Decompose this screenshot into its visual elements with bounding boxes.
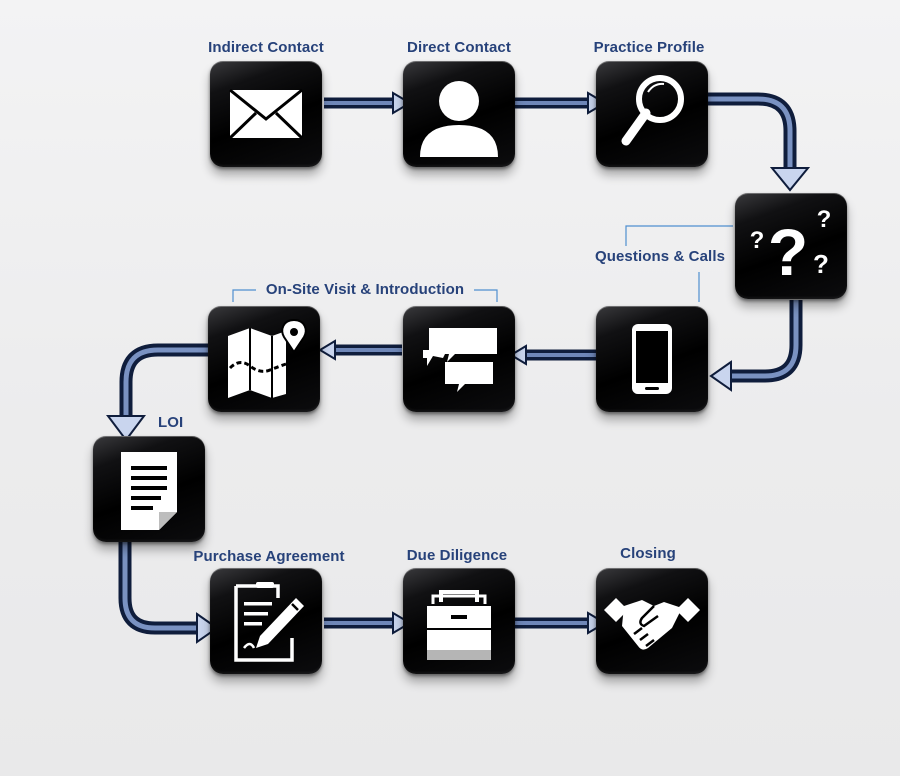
step-indirect-contact-tile[interactable]	[210, 61, 322, 167]
connector-group	[118, 92, 803, 635]
label-direct-contact: Direct Contact	[407, 39, 511, 56]
step-loi-tile[interactable]	[93, 436, 205, 542]
label-brackets	[232, 225, 733, 302]
step-chat-tile[interactable]	[403, 306, 515, 412]
step-purchase-agreement-tile[interactable]	[210, 568, 322, 674]
step-onsite-visit-tile[interactable]	[208, 306, 320, 412]
svg-text:?: ?	[768, 215, 808, 289]
label-due-diligence: Due Diligence	[406, 547, 508, 564]
magnifier-icon	[621, 75, 684, 146]
person-icon	[420, 81, 498, 157]
handshake-icon	[604, 598, 700, 650]
connector-4	[725, 300, 803, 383]
arrowhead-8	[196, 612, 219, 644]
envelope-icon	[228, 88, 304, 140]
step-phone-tile[interactable]	[596, 306, 708, 412]
bracket-onsite	[232, 289, 498, 302]
connector-7	[119, 343, 208, 418]
connector-8	[118, 542, 198, 635]
label-closing: Closing	[620, 545, 676, 562]
file-cabinet-icon	[427, 590, 491, 660]
label-purchase-agreement: Purchase Agreement	[193, 548, 345, 565]
arrowhead-5	[509, 344, 527, 366]
contract-pen-icon	[234, 582, 304, 662]
arrowhead-3	[769, 167, 811, 192]
label-questions-calls: Questions & Calls	[594, 248, 726, 265]
arrowhead-9	[392, 611, 412, 635]
arrowhead-group	[106, 91, 811, 644]
question-marks-icon: ? ? ? ?	[750, 206, 832, 289]
step-due-diligence-tile[interactable]	[403, 568, 515, 674]
chat-bubbles-icon	[423, 328, 497, 392]
step-practice-profile-tile[interactable]	[596, 61, 708, 167]
bracket-questions	[625, 225, 733, 302]
arrowhead-6	[318, 339, 336, 361]
svg-text:?: ?	[817, 206, 832, 233]
label-practice-profile: Practice Profile	[593, 39, 705, 56]
step-closing-tile[interactable]	[596, 568, 708, 674]
document-icon	[121, 452, 177, 530]
svg-text:?: ?	[750, 227, 765, 254]
label-onsite-visit: On-Site Visit & Introduction	[265, 281, 465, 298]
arrowhead-1	[392, 91, 412, 115]
arrowhead-7	[106, 415, 146, 442]
smartphone-icon	[632, 324, 672, 394]
map-pin-icon	[228, 318, 307, 398]
svg-text:?: ?	[813, 249, 829, 279]
step-direct-contact-tile[interactable]	[403, 61, 515, 167]
connector-3	[708, 92, 797, 172]
arrowhead-4	[709, 360, 732, 392]
step-questions-calls-tile[interactable]: ? ? ? ?	[735, 193, 847, 299]
label-loi: LOI	[158, 414, 184, 431]
label-indirect-contact: Indirect Contact	[208, 39, 324, 56]
